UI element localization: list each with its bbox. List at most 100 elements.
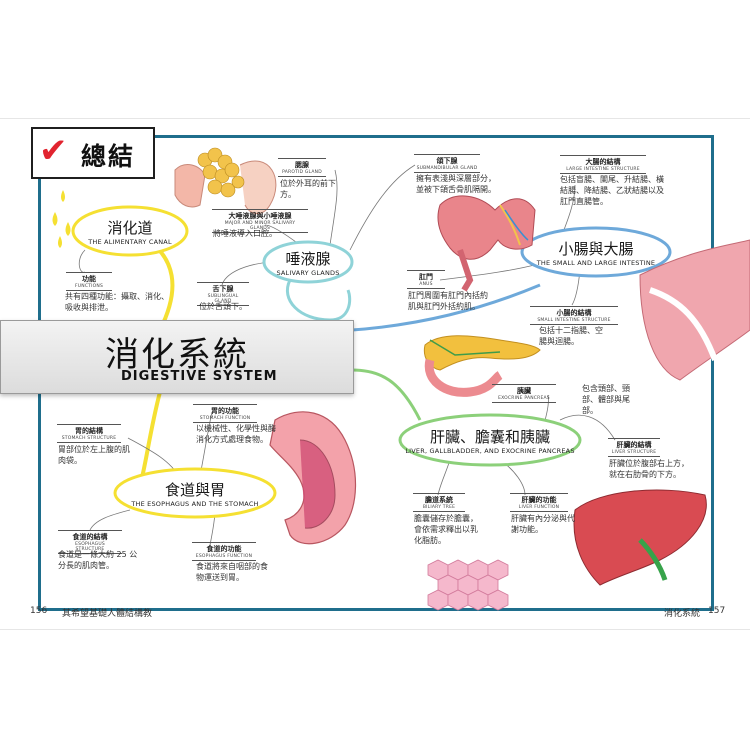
submandibular-label-en: SUBMANDIBULAR GLAND bbox=[416, 166, 478, 171]
stomach-function-label-en: STOMACH FUNCTION bbox=[199, 416, 251, 421]
biliary-label-zh: 膽道系統 bbox=[425, 496, 453, 504]
stomach-title: 食道與胃 bbox=[164, 481, 225, 499]
liver-structure-label-zh: 肝臟的結構 bbox=[616, 441, 652, 449]
liver-function-label: 肝臟的功能 LIVER FUNCTION bbox=[510, 493, 568, 512]
pancreas-label: 胰臟 EXOCRINE PANCREAS bbox=[492, 384, 556, 403]
sublingual-label-zh: 舌下腺 bbox=[212, 285, 234, 293]
liver-illustration bbox=[573, 489, 707, 586]
parotid-label: 腮腺 PAROTID GLAND bbox=[278, 158, 326, 177]
mandibular-label-en: MAJOR AND MINOR SALIVARY GLANDS bbox=[224, 221, 296, 231]
liver-title: 肝臟、膽囊和胰臟 bbox=[429, 428, 550, 446]
functions-desc: 共有四種功能：攝取、消化、吸收與排泄。 bbox=[65, 292, 169, 312]
liver-structure-desc: 肝臟位於腹部右上方，就在右肋骨的下方。 bbox=[609, 459, 689, 479]
esophagus-structure-desc: 食道是一條大約 25 公分長的肌肉管。 bbox=[58, 550, 138, 570]
stomach-structure-desc: 胃部位於左上腹的肌肉袋。 bbox=[58, 445, 130, 465]
biliary-label-en: BILIARY TREE bbox=[422, 505, 456, 510]
large-structure-desc: 包括盲腸、闌尾、升結腸、橫結腸、降結腸、乙狀結腸以及肛門直腸管。 bbox=[560, 175, 664, 206]
blue-connector bbox=[351, 283, 541, 332]
stomach-structure-label: 胃的結構 STOMACH STRUCTURE bbox=[57, 424, 121, 443]
stomach-illustration bbox=[269, 411, 357, 545]
liver-structure-label-en: LIVER STRUCTURE bbox=[611, 450, 657, 455]
esophagus-function-label: 食道的功能 ESOPHAGUS FUNCTION bbox=[192, 542, 256, 561]
small-structure-label-zh: 小腸的結構 bbox=[556, 309, 592, 317]
large-structure-label: 大腸的結構 LARGE INTESTINE STRUCTURE bbox=[560, 155, 646, 174]
page-title: 消化系統 bbox=[105, 335, 249, 375]
stomach-structure-label-en: STOMACH STRUCTURE bbox=[61, 436, 117, 441]
intestine-wall-illustration bbox=[639, 239, 750, 381]
right-running-title: 消化系統 bbox=[664, 609, 701, 619]
esophagus-function-label-en: ESOPHAGUS FUNCTION bbox=[195, 554, 253, 559]
liver-function-label-en: LIVER FUNCTION bbox=[518, 505, 560, 510]
stomach-bubble bbox=[113, 467, 277, 519]
hepatocyte-illustration bbox=[427, 559, 509, 611]
liver-node: 肝臟、膽囊和胰臟 LIVER, GALLBLADDER, AND EXOCRIN… bbox=[402, 426, 578, 455]
salivary-node: 唾液腺 SALIVARY GLANDS bbox=[264, 248, 352, 277]
large-intestine-illustration bbox=[437, 195, 536, 292]
liver-structure-label: 肝臟的結構 LIVER STRUCTURE bbox=[608, 438, 660, 457]
esophagus-structure-label-en: ESOPHAGUS STRUCTURE bbox=[75, 542, 105, 552]
stomach-structure-label-zh: 胃的結構 bbox=[75, 427, 103, 435]
submandibular-desc: 擁有表淺與深層部分，並被下頜舌骨肌隔開。 bbox=[416, 174, 496, 194]
large-structure-label-en: LARGE INTESTINE STRUCTURE bbox=[566, 167, 640, 172]
sublingual-label: 舌下腺 SUBLINGUAL GLAND bbox=[197, 282, 249, 306]
submandibular-label-zh: 頜下腺 bbox=[436, 157, 458, 165]
esophagus-structure-label-zh: 食道的結構 bbox=[72, 533, 108, 541]
alimentary-title: 消化道 bbox=[107, 219, 153, 237]
intestine-subtitle: THE SMALL AND LARGE INTESTINE bbox=[536, 259, 656, 267]
stomach-function-label: 胃的功能 STOMACH FUNCTION bbox=[193, 404, 257, 423]
intestine-bubble bbox=[520, 226, 672, 278]
intestine-title: 小腸與大腸 bbox=[558, 240, 634, 258]
left-page-number: 156 bbox=[30, 606, 48, 616]
salivary-subtitle: SALIVARY GLANDS bbox=[276, 269, 340, 277]
small-structure-label-en: SMALL INTESTINE STRUCTURE bbox=[537, 318, 611, 323]
title-banner: 消化系統 DIGESTIVE SYSTEM bbox=[0, 320, 354, 394]
pancreas-desc: 包含頭部、頸部、體部與尾部。 bbox=[582, 384, 630, 415]
parotid-label-en: PAROTID GLAND bbox=[282, 170, 322, 175]
esophagus-function-desc: 食道將來自咽部的食物運送到胃。 bbox=[196, 562, 268, 582]
esophagus-function-label-zh: 食道的功能 bbox=[206, 545, 242, 553]
left-running-title: 其希望基礎人體結構教 bbox=[62, 609, 153, 619]
mandibular-label-zh: 大唾液腺與小唾液腺 bbox=[228, 212, 292, 220]
alimentary-subtitle: THE ALIMENTARY CANAL bbox=[88, 238, 172, 246]
anus-desc: 肛門周圍有肛門內括約肌與肛門外括約肌。 bbox=[408, 291, 488, 311]
pancreas-illustration bbox=[423, 335, 541, 397]
alimentary-node: 消化道 THE ALIMENTARY CANAL bbox=[73, 217, 187, 246]
right-page-number: 157 bbox=[708, 606, 726, 616]
anus-label-en: ANUS bbox=[419, 282, 433, 287]
functions-label-en: FUNCTIONS bbox=[74, 284, 104, 289]
small-structure-desc: 包括十二指腸、空腸與迴腸。 bbox=[539, 326, 603, 346]
submandibular-label: 頜下腺 SUBMANDIBULAR GLAND bbox=[414, 154, 480, 173]
intestine-node: 小腸與大腸 THE SMALL AND LARGE INTESTINE bbox=[522, 238, 670, 267]
liver-subtitle: LIVER, GALLBLADDER, AND EXOCRINE PANCREA… bbox=[405, 447, 575, 455]
pancreas-label-zh: 胰臟 bbox=[517, 387, 531, 395]
alimentary-bubble bbox=[71, 205, 189, 257]
stomach-subtitle: THE ESOPHAGUS AND THE STOMACH bbox=[131, 500, 259, 508]
functions-label-zh: 功能 bbox=[82, 275, 96, 283]
checkmark-icon: ✔ bbox=[39, 131, 68, 171]
biliary-desc: 膽囊儲存於膽囊，會依需求釋出以乳化脂肪。 bbox=[414, 514, 478, 545]
summary-title: 總結 bbox=[81, 142, 136, 171]
droplet-icon bbox=[52, 190, 71, 248]
anus-label-zh: 肛門 bbox=[419, 273, 433, 281]
salivary-gland-illustration bbox=[197, 147, 245, 198]
liver-function-label-zh: 肝臟的功能 bbox=[521, 496, 557, 504]
teal-connector bbox=[286, 279, 352, 322]
stomach-function-label-zh: 胃的功能 bbox=[211, 407, 239, 415]
small-structure-label: 小腸的結構 SMALL INTESTINE STRUCTURE bbox=[530, 306, 618, 325]
page-subtitle: DIGESTIVE SYSTEM bbox=[121, 369, 278, 384]
salivary-bubble bbox=[262, 240, 354, 284]
green-connector bbox=[351, 368, 422, 421]
summary-tag: ✔ 總結 bbox=[31, 127, 155, 179]
ear-illustration bbox=[174, 160, 277, 215]
large-structure-label-zh: 大腸的結構 bbox=[585, 158, 621, 166]
sublingual-label-en: SUBLINGUAL GLAND bbox=[207, 294, 239, 304]
mandibular-desc: 將唾液導入口腔。 bbox=[213, 229, 277, 238]
functions-label: 功能 FUNCTIONS bbox=[66, 272, 112, 291]
stomach-node: 食道與胃 THE ESOPHAGUS AND THE STOMACH bbox=[116, 479, 274, 508]
esophagus-structure-label: 食道的結構 ESOPHAGUS STRUCTURE bbox=[58, 530, 122, 554]
parotid-desc: 位於外耳的前下方。 bbox=[280, 179, 336, 199]
liver-function-desc: 肝臟有內分泌與代謝功能。 bbox=[511, 514, 575, 534]
pancreas-label-en: EXOCRINE PANCREAS bbox=[498, 396, 550, 401]
stomach-function-desc: 以機械性、化學性與酶消化方式處理食物。 bbox=[196, 424, 276, 444]
